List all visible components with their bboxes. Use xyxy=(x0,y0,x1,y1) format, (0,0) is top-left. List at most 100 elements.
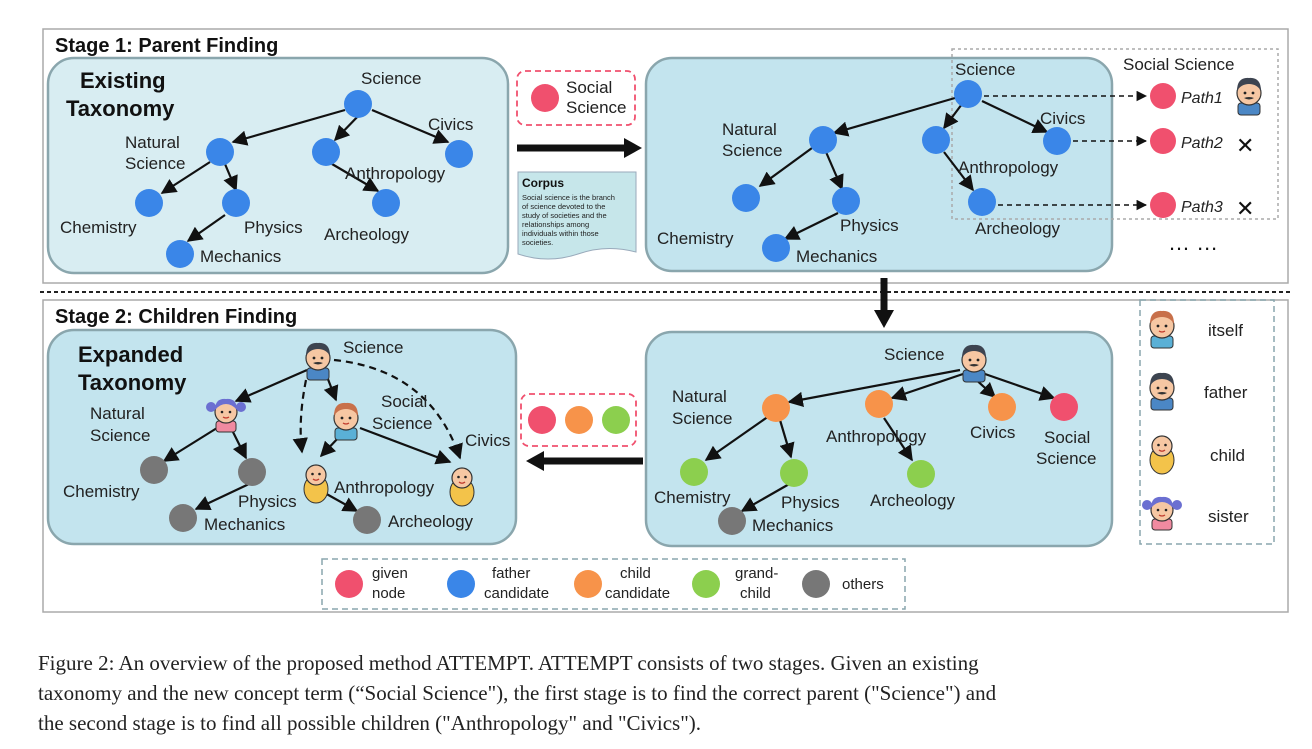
legend-father-label: father xyxy=(1204,383,1248,402)
label-chemistry: Chemistry xyxy=(657,229,734,248)
node-physics xyxy=(832,187,860,215)
node-civics xyxy=(988,393,1016,421)
corpus-document xyxy=(517,171,637,260)
legend-grandchild-swatch xyxy=(692,570,720,598)
ellipsis: … … xyxy=(1168,230,1218,255)
given-node-path3 xyxy=(1150,192,1176,218)
node-chemistry xyxy=(135,189,163,217)
node-civics xyxy=(1043,127,1071,155)
stage1-title: Stage 1: Parent Finding xyxy=(55,35,278,57)
label-physics: Physics xyxy=(244,218,303,237)
parent-finding-edges xyxy=(758,96,1049,240)
corpus-title: Corpus xyxy=(522,176,564,190)
father-avatar-icon xyxy=(1149,372,1175,411)
figure-caption: Figure 2: An overview of the proposed me… xyxy=(38,648,1278,738)
label-natural-2: Science xyxy=(722,141,782,160)
label-mechanics: Mechanics xyxy=(204,515,285,534)
sister-avatar-icon xyxy=(206,398,246,433)
label-civics: Civics xyxy=(970,423,1015,442)
new-term-node xyxy=(531,84,559,112)
label-chemistry: Chemistry xyxy=(63,482,140,501)
node-mechanics xyxy=(718,507,746,535)
color-legend-box xyxy=(321,558,906,610)
corpus-line: Social science is the branch xyxy=(522,193,615,202)
node-civics xyxy=(445,140,473,168)
cross-icon: ✕ xyxy=(1236,196,1254,221)
legend-child-swatch xyxy=(574,570,602,598)
node-mechanics xyxy=(762,234,790,262)
legend-label: node xyxy=(372,585,405,602)
node-science xyxy=(954,80,982,108)
child-avatar-icon xyxy=(449,467,475,507)
sister-avatar-icon xyxy=(1142,496,1182,531)
new-term-line1: Social xyxy=(566,78,612,97)
label-science: Science xyxy=(361,69,421,88)
node-anthropology xyxy=(922,126,950,154)
label-social-2: Science xyxy=(372,414,432,433)
itself-avatar-icon xyxy=(1149,310,1175,349)
corpus-line: study of societies and the xyxy=(522,211,607,220)
node-physics xyxy=(222,189,250,217)
legend-label: others xyxy=(842,576,884,593)
node-social-science xyxy=(1050,393,1078,421)
legend-father-swatch xyxy=(447,570,475,598)
expanded-title-line2: Taxonomy xyxy=(78,370,187,395)
label-anthropology: Anthropology xyxy=(958,158,1059,177)
stage2-frame xyxy=(42,299,1289,613)
cross-icon: ✕ xyxy=(1236,133,1254,158)
label-archeology: Archeology xyxy=(324,225,410,244)
legend-label: given xyxy=(372,565,408,582)
given-node-swatch xyxy=(528,406,556,434)
caption-line: Figure 2: An overview of the proposed me… xyxy=(38,651,979,675)
label-science: Science xyxy=(884,345,944,364)
node-chemistry xyxy=(140,456,168,484)
caption-line: taxonomy and the new concept term (“Soci… xyxy=(38,681,997,705)
father-avatar-icon xyxy=(1236,77,1262,116)
father-avatar-icon xyxy=(305,342,331,381)
node-archeology xyxy=(353,506,381,534)
legend-given-swatch xyxy=(335,570,363,598)
node-natural-science xyxy=(762,394,790,422)
new-term-line2: Science xyxy=(566,98,626,117)
existing-title-line2: Taxonomy xyxy=(66,96,175,121)
father-avatar-icon xyxy=(961,344,987,383)
path2-label: Path2 xyxy=(1181,135,1223,152)
children-finding-edges xyxy=(704,368,1056,512)
paths-box xyxy=(951,48,1279,220)
stage2-down-arrow-head xyxy=(874,310,894,328)
given-node-path2 xyxy=(1150,128,1176,154)
label-physics: Physics xyxy=(781,493,840,512)
legend-label: candidate xyxy=(484,585,549,602)
node-physics xyxy=(238,458,266,486)
node-anthropology xyxy=(865,390,893,418)
expanded-dashed-edges xyxy=(292,358,463,460)
corpus-line: of science devoted to the xyxy=(522,202,605,211)
label-anthropology: Anthropology xyxy=(826,427,927,446)
child-avatar-icon xyxy=(303,464,329,504)
expanded-other-nodes xyxy=(140,456,381,534)
label-anthropology: Anthropology xyxy=(334,478,435,497)
social-science-label: Social Science xyxy=(1123,55,1235,74)
label-science: Science xyxy=(955,60,1015,79)
child-node-swatch xyxy=(565,406,593,434)
label-science: Science xyxy=(343,338,403,357)
expanded-edges xyxy=(162,368,452,512)
existing-title-line1: Existing xyxy=(80,68,166,93)
node-science xyxy=(344,90,372,118)
label-social-1: Social xyxy=(1044,428,1090,447)
existing-edges xyxy=(160,108,450,242)
label-archeology: Archeology xyxy=(975,219,1061,238)
child-avatar-icon xyxy=(1149,435,1175,475)
label-natural-1: Natural xyxy=(672,387,727,406)
legend-label: grand- xyxy=(735,565,778,582)
role-legend-box xyxy=(1139,299,1275,545)
label-physics: Physics xyxy=(840,216,899,235)
node-mechanics xyxy=(166,240,194,268)
path3-label: Path3 xyxy=(1181,199,1223,216)
label-natural-2: Science xyxy=(672,409,732,428)
path1-label: Path1 xyxy=(1181,90,1223,107)
legend-label: child xyxy=(740,585,771,602)
corpus-line: societies. xyxy=(522,238,553,247)
expanded-taxonomy-panel xyxy=(46,328,518,546)
label-archeology: Archeology xyxy=(870,491,956,510)
